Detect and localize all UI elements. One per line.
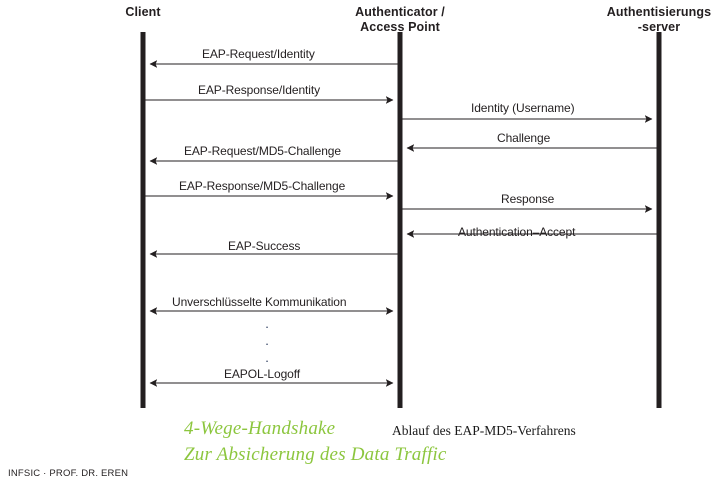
label-eap-success: EAP-Success xyxy=(228,239,301,253)
lifelines xyxy=(140,32,662,408)
continuation-dot-1: · xyxy=(264,319,270,334)
actor-header-auth-server: Authentisierungs -server xyxy=(589,5,721,35)
message-arrows xyxy=(145,60,657,387)
caption-diagram-title: Ablauf des EAP-MD5-Verfahrens xyxy=(392,423,576,438)
actor-label-authenticator-line1: Authenticator / xyxy=(355,5,445,19)
continuation-dot-2: · xyxy=(264,336,270,351)
actor-label-auth-server-line2: -server xyxy=(637,20,681,34)
label-eap-response-identity: EAP-Response/Identity xyxy=(198,83,320,97)
label-unverschluesselte-kommunikation: Unverschlüsselte Kommunikation xyxy=(172,295,347,309)
actor-label-authenticator-line2: Access Point xyxy=(360,20,440,34)
label-authentication-accept: Authentication–Accept xyxy=(458,225,576,239)
continuation-dot-3: · xyxy=(264,353,270,368)
actor-label-auth-server-line1: Authentisierungs xyxy=(606,5,712,19)
actor-label-client-line1: Client xyxy=(125,5,161,19)
label-eap-request-md5-challenge: EAP-Request/MD5-Challenge xyxy=(184,144,341,158)
caption-handshake-line2: Zur Absicherung des Data Traffic xyxy=(184,444,447,465)
label-challenge: Challenge xyxy=(497,131,551,145)
actor-header-client: Client xyxy=(98,5,188,20)
label-identity-username: Identity (Username) xyxy=(471,101,575,115)
label-response: Response xyxy=(501,192,555,206)
actor-header-authenticator: Authenticator / Access Point xyxy=(330,5,470,35)
footer-institution: INFSIC · PROF. DR. EREN xyxy=(8,468,129,479)
continuation-dots: · · · xyxy=(257,318,277,369)
caption-handshake-line1: 4-Wege-Handshake xyxy=(184,418,336,439)
label-eap-response-md5-challenge: EAP-Response/MD5-Challenge xyxy=(179,179,346,193)
label-eap-request-identity: EAP-Request/Identity xyxy=(202,47,315,61)
label-eapol-logoff: EAPOL-Logoff xyxy=(224,367,300,381)
